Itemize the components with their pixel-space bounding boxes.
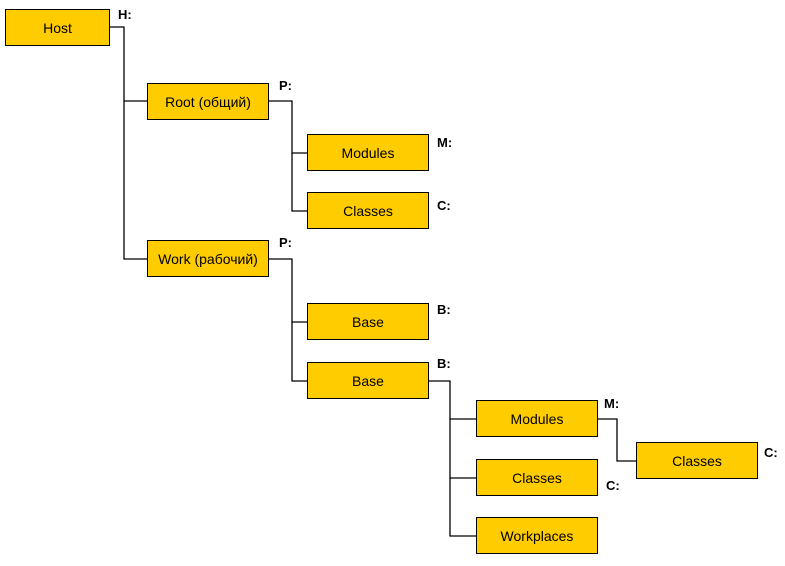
connector-root-modules: [269, 100, 307, 154]
connector-root-classes: [291, 153, 307, 212]
tag-base-modules-classes: C:: [764, 445, 778, 460]
tag-root-classes: C:: [437, 198, 451, 213]
tag-base-modules: M:: [604, 396, 620, 411]
node-work-base2[interactable]: Base: [307, 362, 429, 399]
tag-base-classes: C:: [606, 478, 620, 493]
connector-host-work: [123, 101, 147, 260]
node-root[interactable]: Root (общий): [147, 83, 269, 120]
tag-work-base1: B:: [437, 302, 451, 317]
node-host[interactable]: Host: [5, 9, 110, 46]
node-base-modules[interactable]: Modules: [476, 400, 598, 437]
connector-host-root: [110, 26, 147, 102]
node-base-classes[interactable]: Classes: [476, 459, 598, 496]
tag-work: P:: [279, 235, 292, 250]
node-base-workplaces[interactable]: Workplaces: [476, 517, 598, 554]
connector-base-classes: [449, 419, 476, 479]
connector-modules-classes: [598, 418, 636, 462]
node-root-modules[interactable]: Modules: [307, 134, 429, 171]
tag-root: P:: [279, 78, 292, 93]
tag-root-modules: M:: [437, 135, 453, 150]
connector-base-modules: [429, 380, 476, 420]
tag-work-base2: B:: [437, 356, 451, 371]
node-work-base1[interactable]: Base: [307, 303, 429, 340]
connector-base-workplaces: [449, 478, 476, 537]
connector-work-base2: [291, 322, 307, 382]
tag-host: H:: [118, 7, 132, 22]
node-work[interactable]: Work (рабочий): [147, 240, 269, 277]
node-base-modules-classes[interactable]: Classes: [636, 442, 758, 479]
node-root-classes[interactable]: Classes: [307, 192, 429, 229]
connector-work-base1: [269, 258, 307, 323]
